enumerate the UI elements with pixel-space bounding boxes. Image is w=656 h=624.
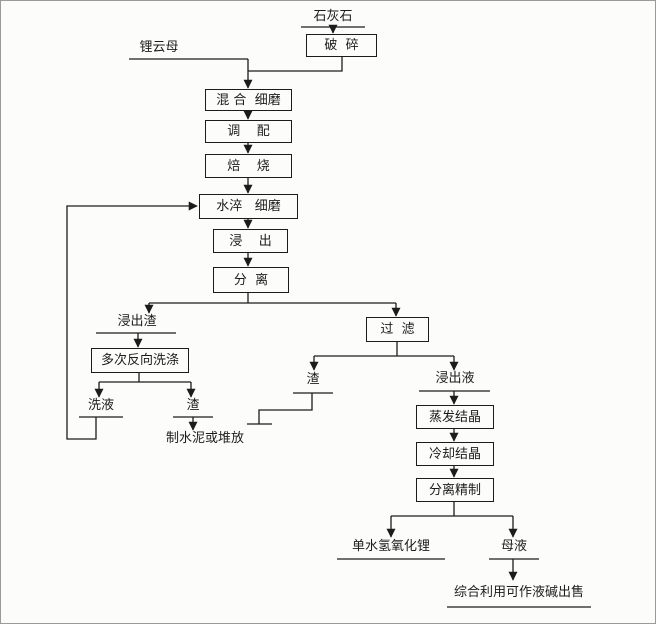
wash-liquid-recycle-line [66,201,198,440]
label-leach-liquor: 浸出液 [435,371,475,386]
label-filter-residue: 渣 [306,372,320,387]
label-wash-liquid: 洗液 [87,398,114,413]
node-cooling-crystallization: 冷却结晶 [416,442,494,466]
label-comprehensive-utilization: 综合利用可作液碱出售 [453,585,584,600]
label-limestone: 石灰石 [313,9,353,24]
node-separation-refining: 分离精制 [416,478,494,502]
separation-split-line [149,293,396,304]
node-roasting: 焙 烧 [205,154,292,178]
label-lepidolite: 锂云母 [139,40,179,55]
washing-split-line [99,373,191,383]
label-cement-or-stockpile: 制水泥或堆放 [165,431,244,446]
label-leach-residue: 浸出渣 [117,314,157,329]
node-filtration: 过 滤 [366,317,429,342]
label-mother-liquor: 母液 [500,539,527,554]
node-countercurrent-washing: 多次反向洗涤 [91,348,189,373]
filter-residue-outlet-line [247,393,313,425]
node-crushing: 破 碎 [306,34,377,57]
node-evaporative-crystallization: 蒸发结晶 [416,405,494,429]
node-leaching: 浸 出 [213,229,288,253]
node-mixed-fine-grinding: 混 合 细磨 [205,89,292,111]
filter-split-line [314,342,454,357]
refining-split-line [391,502,513,517]
node-blending: 调 配 [205,120,292,143]
label-lithium-hydroxide-monohydrate: 单水氢氧化锂 [351,539,430,554]
crushing-exit-line [248,57,343,72]
node-water-quench-grinding: 水淬 细磨 [199,194,298,219]
node-separation: 分 离 [213,267,289,293]
label-wash-residue: 渣 [186,398,200,413]
